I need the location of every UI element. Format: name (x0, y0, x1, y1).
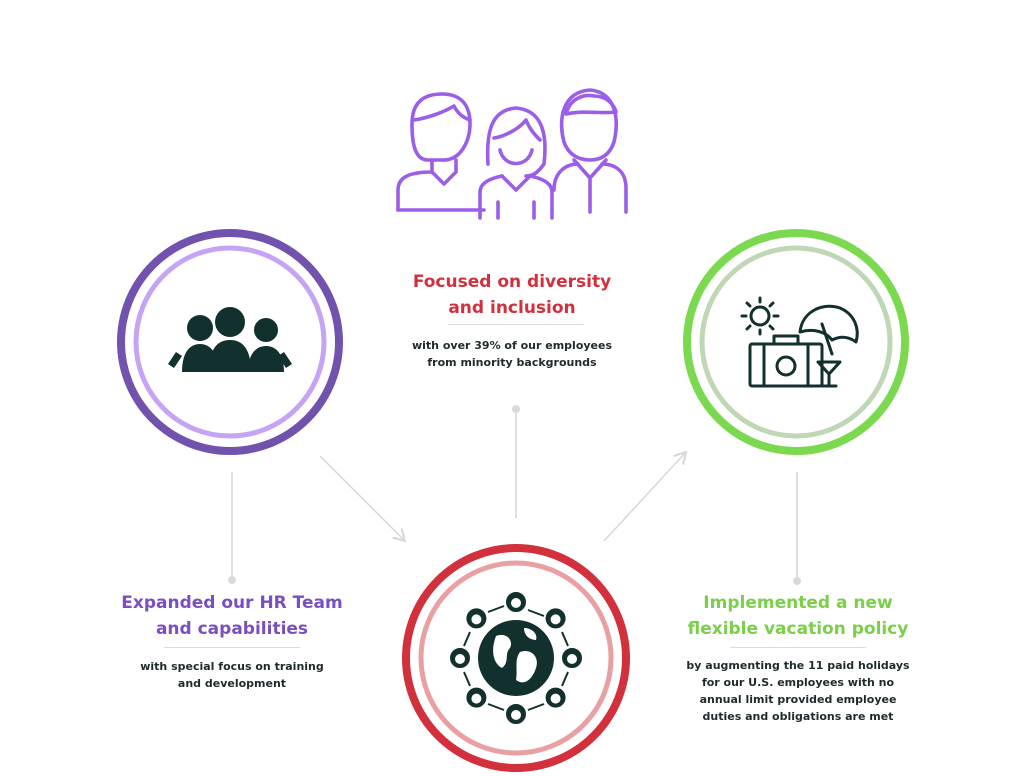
vacation-title-line1: Implemented a new (703, 593, 893, 613)
diversity-desc-line1: with over 39% of our employees (411, 339, 613, 352)
diversity-separator (448, 324, 584, 325)
vacation-circle (683, 229, 909, 455)
vacation-description: by augmenting the 11 paid holidays for o… (662, 657, 934, 725)
connector-dot-left (228, 576, 236, 584)
vacation-title-line2: flexible vacation policy (687, 619, 909, 639)
hr-team-title-line2: and capabilities (155, 619, 309, 639)
vacation-desc-line1: by augmenting the 11 paid holidays (686, 659, 910, 672)
hr-team-description: with special focus on training and devel… (96, 658, 368, 692)
arrow-left-to-bottom (319, 455, 407, 543)
diversity-desc-line2: from minority backgrounds (427, 356, 597, 369)
diversity-title-line2: and inclusion (448, 298, 576, 318)
hr-team-title: Expanded our HR Team and capabilities (96, 590, 368, 642)
vacation-desc-line4: duties and obligations are met (702, 710, 894, 723)
connector-dot-center (512, 405, 520, 413)
vacation-icon (740, 296, 859, 388)
hr-team-circle (117, 229, 343, 455)
diversity-title: Focused on diversity and inclusion (376, 269, 648, 321)
vacation-separator (730, 647, 866, 648)
hr-team-desc-line2: and development (177, 677, 287, 690)
team-icon (168, 307, 292, 372)
vacation-desc-line2: for our U.S. employees with no (701, 676, 895, 689)
diversity-title-line1: Focused on diversity (412, 272, 612, 292)
global-network-circle (402, 544, 630, 772)
global-network-icon (450, 592, 582, 724)
diversity-description: with over 39% of our employees from mino… (376, 337, 648, 371)
vacation-desc-line3: annual limit provided employee (699, 693, 897, 706)
hr-team-separator (164, 647, 300, 648)
connector-dot-right (793, 577, 801, 585)
hr-team-desc-line1: with special focus on training (140, 660, 324, 673)
arrow-bottom-to-right (603, 450, 688, 542)
vacation-title: Implemented a new flexible vacation poli… (662, 590, 934, 642)
people-outline-icon (396, 88, 628, 220)
hr-team-title-line1: Expanded our HR Team (121, 593, 343, 613)
